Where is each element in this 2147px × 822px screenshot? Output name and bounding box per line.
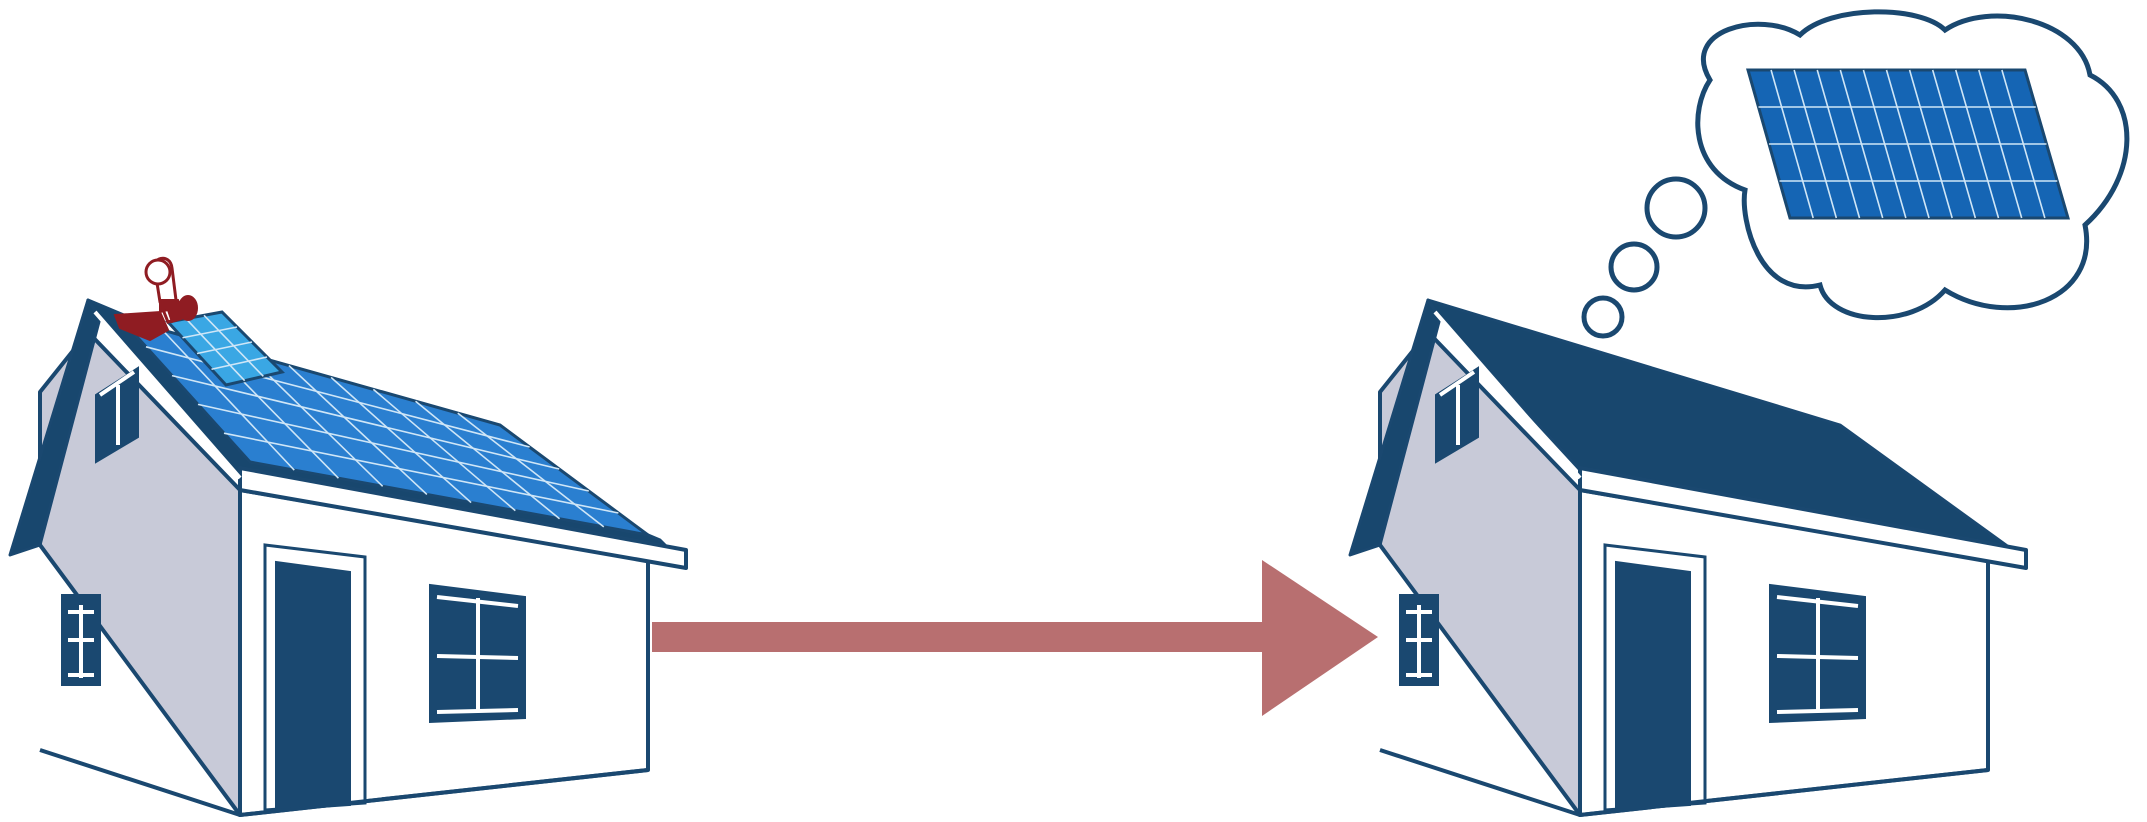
house-without-solar-panels [1350, 300, 2026, 815]
thought-dot-medium [1611, 244, 1657, 290]
front-door [1616, 562, 1690, 810]
house-with-solar-panels [10, 300, 686, 815]
transition-arrow [652, 560, 1378, 716]
thought-bubble [1584, 12, 2127, 336]
front-window-cross-h [437, 656, 518, 658]
worker-boot [179, 296, 197, 320]
front-window-bottom [1777, 710, 1858, 712]
thought-dot-small [1584, 298, 1622, 336]
front-window-bottom [437, 710, 518, 712]
front-door [276, 562, 350, 810]
arrow-shaft [652, 622, 1264, 652]
worker-head [146, 260, 170, 284]
front-window-cross-h [1777, 656, 1858, 658]
arrow-head [1262, 560, 1378, 716]
thought-dot-large [1647, 179, 1705, 237]
